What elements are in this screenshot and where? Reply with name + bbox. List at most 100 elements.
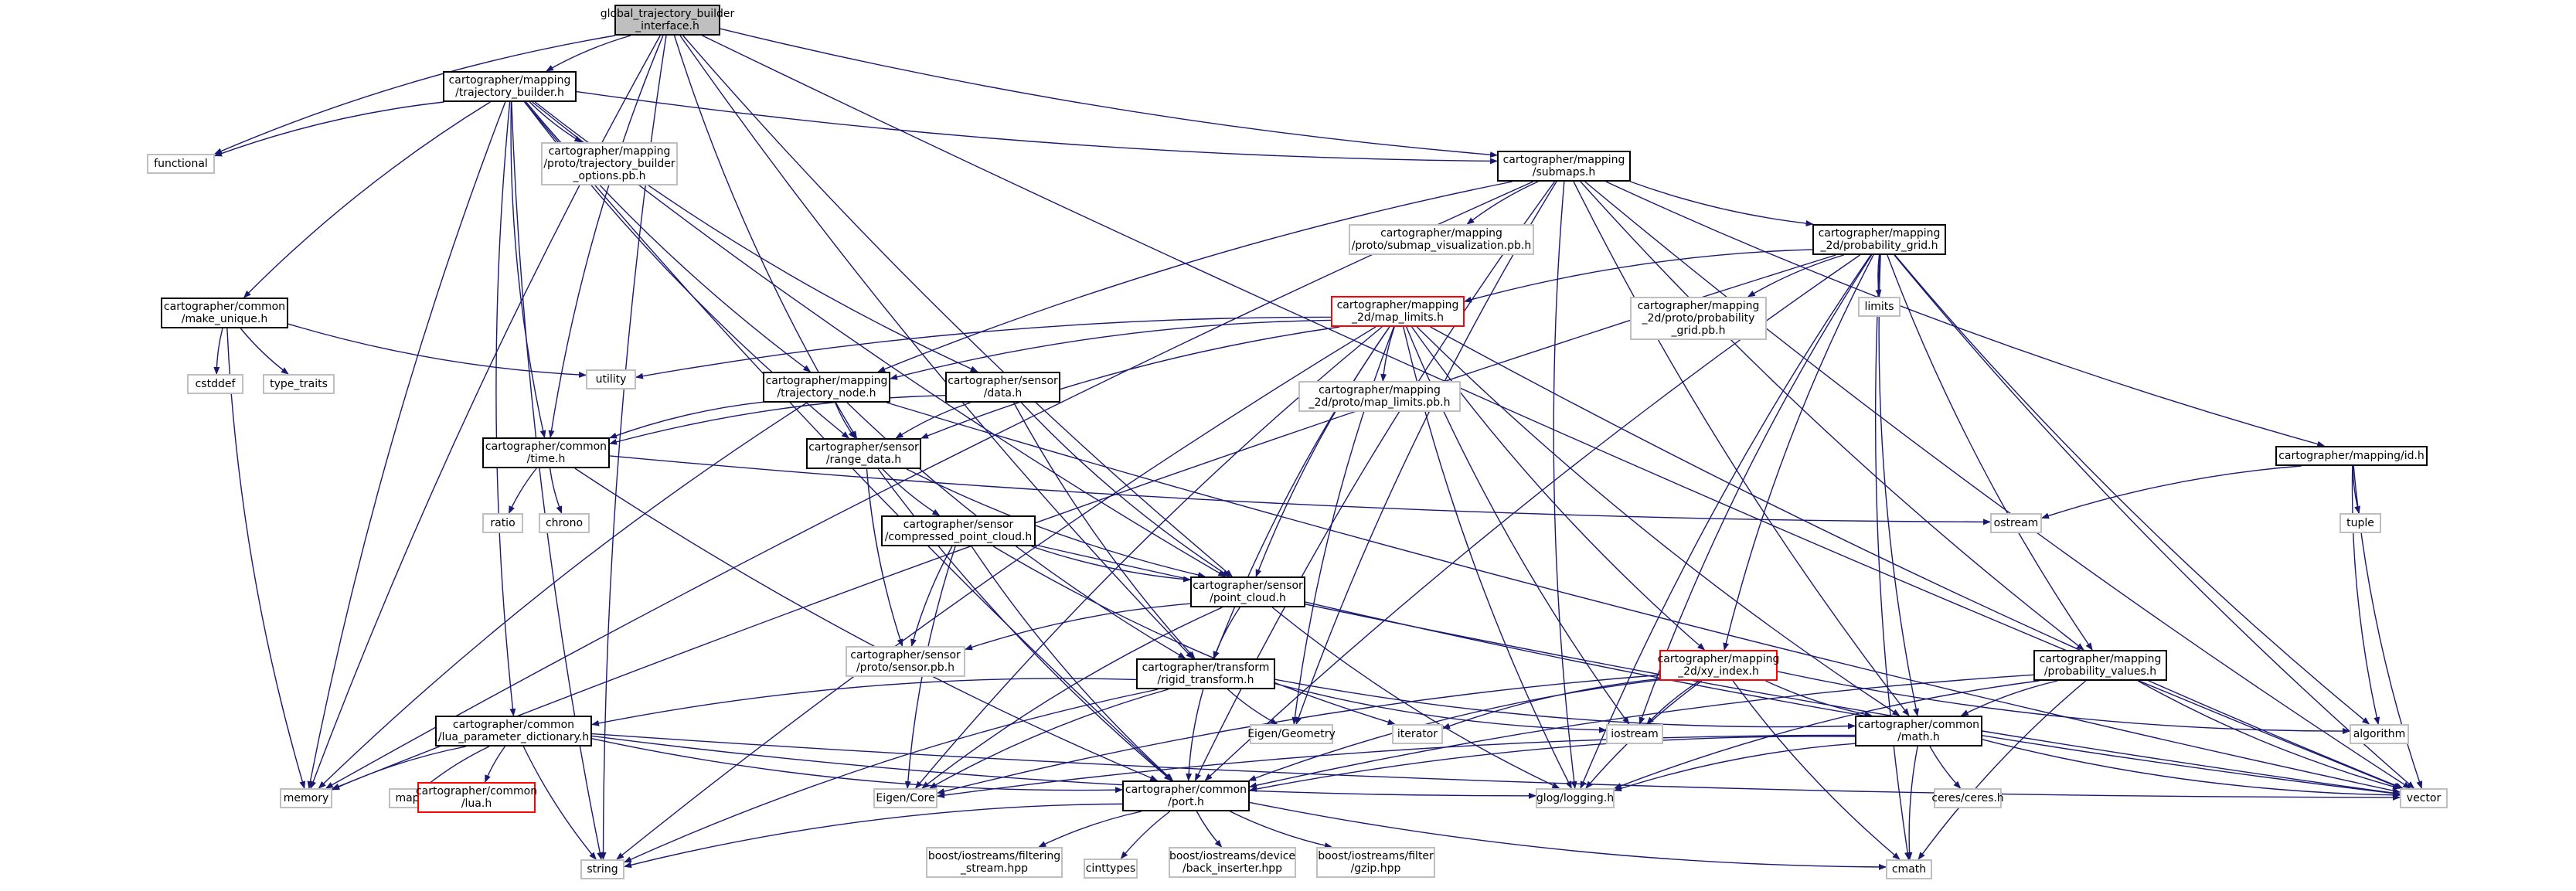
node-compressed-point-cloud[interactable]: cartographer/sensor /compressed_point_cl… [881, 515, 1036, 546]
edge-luadict-to-memory [332, 746, 466, 791]
node-vector: vector [2400, 788, 2448, 808]
node-tuple: tuple [2339, 513, 2381, 533]
edge-math-to-glog [1614, 743, 1856, 792]
node-make-unique[interactable]: cartographer/common /make_unique.h [161, 298, 288, 328]
node-glog-logging: glog/logging.h [1536, 788, 1615, 808]
node-utility: utility [586, 369, 636, 389]
edge-rigid-to-port [1186, 689, 1204, 781]
node-xy-index[interactable]: cartographer/mapping _2d/xy_index.h [1658, 650, 1779, 681]
edge-port-to-string [624, 803, 1123, 869]
node-functional: functional [147, 154, 215, 174]
edge-rigid-to-string [624, 689, 1159, 863]
edge-xyindex-to-eigencore [937, 674, 1660, 794]
edge-submaps-to-mappingid [1605, 181, 2326, 447]
node-trajectory-node[interactable]: cartographer/mapping /trajectory_node.h [763, 372, 890, 403]
edge-tb-to-string [511, 101, 604, 860]
edge-luadict-to-glog [591, 735, 1536, 799]
edge-compressed-to-sensorpb [910, 546, 953, 647]
edge-maplimits-to-utility [635, 316, 1332, 379]
edge-mappingid-to-vector [2353, 465, 2423, 789]
edge-probvalues-to-math [1960, 680, 2058, 716]
edge-pointcloud-to-rigid [1213, 607, 1240, 659]
edge-time-to-ostream [609, 455, 1991, 525]
edge-sensordata-to-rigid [1013, 402, 1196, 659]
edge-probgrid-to-probvalues [1887, 254, 2093, 651]
edge-pointcloud-to-sensorpb [965, 603, 1191, 651]
edge-tb-to-functional [214, 101, 444, 157]
node-common-lua[interactable]: cartographer/common /lua.h [416, 782, 537, 813]
edge-rigid-to-iostream [1274, 682, 1607, 733]
node-lua-parameter-dictionary[interactable]: cartographer/common /lua_parameter_dicti… [435, 716, 592, 746]
edge-port-to-boostfilt [1038, 811, 1142, 848]
node-common-time[interactable]: cartographer/common /time.h [482, 437, 610, 468]
edge-luadict-to-lua [485, 746, 505, 783]
edge-probgrid-to-cmath [1874, 254, 1911, 860]
edge-pointcloud-to-vector [1305, 601, 2401, 797]
node-probability-grid[interactable]: cartographer/mapping _2d/probability_gri… [1812, 224, 1946, 255]
edge-rigid-to-math [1274, 678, 1856, 729]
node-trajectory-builder-options-pb: cartographer/mapping /proto/trajectory_b… [541, 142, 678, 185]
edge-makeunique-to-cstddef [213, 328, 223, 375]
edge-root-to-rigid [679, 35, 1194, 659]
edge-probgrid-to-probgridpb [1747, 254, 1844, 298]
edge-root-to-functional [214, 35, 615, 155]
node-cmath: cmath [1886, 859, 1932, 879]
node-memory: memory [280, 788, 332, 808]
edge-compressed-to-iterator [992, 546, 1396, 726]
edge-makeunique-to-typetraits [240, 328, 289, 375]
edge-luadict-to-vector [591, 733, 2401, 801]
edge-port-to-boostgzip [1230, 811, 1332, 848]
node-eigen-geometry: Eigen/Geometry [1247, 724, 1336, 744]
edge-math-to-vector [1982, 739, 2401, 798]
edge-time-to-ratio [508, 468, 537, 514]
node-probability-grid-pb: cartographer/mapping _2d/proto/probabili… [1630, 297, 1767, 340]
node-map-limits[interactable]: cartographer/mapping _2d/map_limits.h [1331, 296, 1465, 327]
edge-xyindex-to-iostream [1646, 680, 1700, 725]
node-sensor-pb: cartographer/sensor /proto/sensor.pb.h [846, 646, 965, 677]
node-boost-filtering-stream: boost/iostreams/filtering _stream.hpp [926, 847, 1063, 878]
node-trajectory-builder[interactable]: cartographer/mapping /trajectory_builder… [443, 71, 577, 102]
edge-submaps-to-probgrid [1630, 181, 1814, 226]
edge-probvalues-to-cmath [1918, 680, 2087, 860]
edge-xyindex-to-cmath [1732, 680, 1901, 860]
edge-maplimits-to-xyindex [1411, 326, 1706, 651]
edge-probvalues-to-port [1249, 674, 2034, 789]
edge-submaps-to-memory [325, 181, 1533, 789]
node-ceres: ceres/ceres.h [1931, 788, 2004, 808]
node-probability-values[interactable]: cartographer/mapping /probability_values… [2033, 650, 2167, 681]
node-mapping-id[interactable]: cartographer/mapping/id.h [2275, 446, 2428, 466]
edge-xyindex-to-algorithm [1777, 671, 2350, 735]
edge-maplimits-to-vector [1430, 326, 2404, 789]
node-submaps[interactable]: cartographer/mapping /submaps.h [1497, 151, 1631, 182]
edge-math-to-ceres [1929, 746, 1962, 789]
edge-xyindex-to-port [1248, 679, 1660, 781]
node-rigid-transform[interactable]: cartographer/transform /rigid_transform.… [1136, 658, 1275, 689]
edge-port-to-cinttypes [1120, 811, 1171, 859]
node-range-data[interactable]: cartographer/sensor /range_data.h [806, 438, 921, 469]
node-ostream: ostream [1990, 513, 2042, 533]
edge-tb-to-time [510, 101, 546, 438]
edge-pointcloud-to-glog [1271, 607, 1560, 789]
node-sensor-data[interactable]: cartographer/sensor /data.h [945, 372, 1060, 403]
edge-probgrid-to-maplimits [1464, 249, 1813, 303]
edge-makeunique-to-utility [288, 323, 587, 378]
edge-luadict-to-string [522, 746, 597, 860]
edge-submaps-to-eigengeom [1295, 181, 1557, 725]
edge-math-to-port [1249, 736, 1856, 792]
edge-probvalues-to-glog [1614, 680, 2040, 789]
node-iterator: iterator [1392, 724, 1443, 744]
node-global-trajectory-builder-interface[interactable]: global_trajectory_builder _interface.h [601, 5, 734, 36]
node-point-cloud[interactable]: cartographer/sensor /point_cloud.h [1190, 576, 1305, 607]
node-common-math[interactable]: cartographer/common /math.h [1855, 716, 1982, 746]
edge-layer [213, 28, 2423, 870]
edge-submaps-to-glog [1553, 181, 1577, 789]
edge-tb-to-memory [307, 101, 506, 789]
edge-rigid-to-luadict [591, 678, 1137, 726]
node-common-port[interactable]: cartographer/common /port.h [1122, 780, 1250, 811]
edge-root-to-submaps [720, 28, 1498, 158]
edge-maplimits-to-trajnode [890, 319, 1332, 380]
node-type-traits: type_traits [263, 374, 335, 394]
edge-tb-to-makeunique [243, 101, 491, 298]
edge-time-to-chrono [549, 468, 563, 514]
